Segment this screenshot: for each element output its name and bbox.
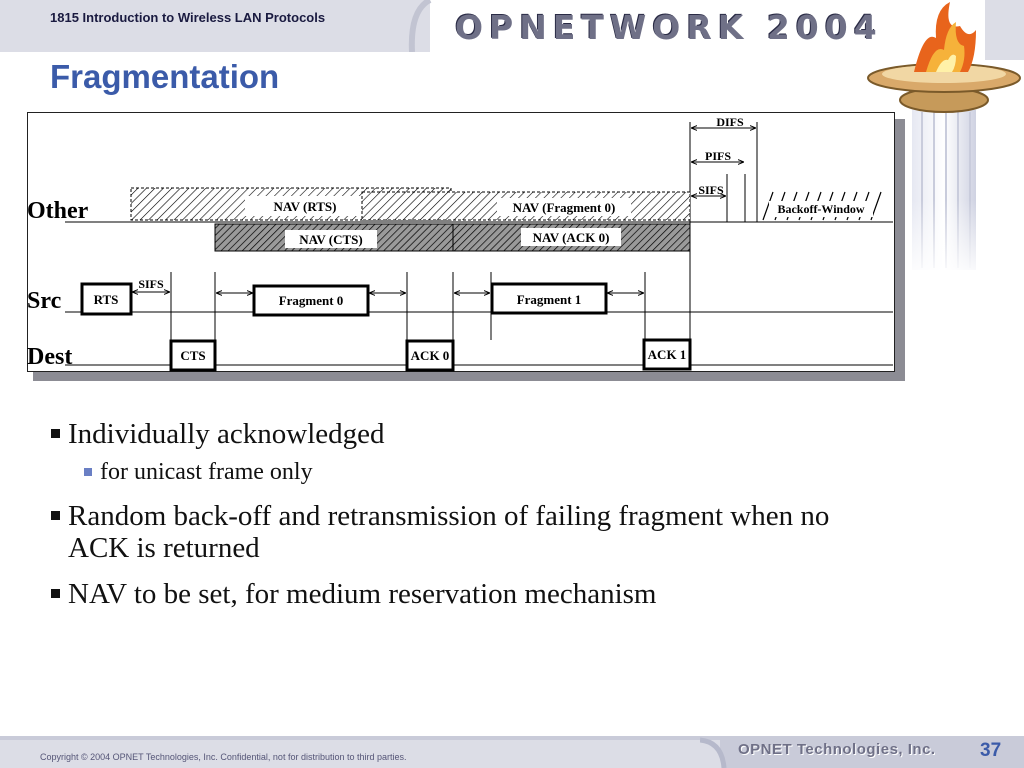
fragment0-frame-label: Fragment 0 [279,293,344,308]
torch-logo-icon [867,2,1021,280]
ack1-frame [642,338,692,371]
copyright-notice: Copyright © 2004 OPNET Technologies, Inc… [40,752,407,762]
row-label-src: Src [27,288,62,314]
header-curve-decoration [400,0,432,52]
cts-frame [169,339,217,372]
bullet-list: Individually acknowledged for unicast fr… [50,418,870,610]
bullet-item: Random back-off and retransmission of fa… [50,500,870,564]
bullet-text: NAV to be set, for medium reservation me… [68,578,657,610]
page-title: Fragmentation [50,58,280,95]
company-name: OPNET Technologies, Inc. [738,741,936,758]
page-number: 37 [980,740,1002,761]
footer-curve-decoration [700,737,727,768]
square-bullet-icon [51,589,60,598]
sifs-src-label: SIFS [138,277,164,291]
fragment1-frame-label: Fragment 1 [517,292,582,307]
difs-label: DIFS [716,115,744,129]
bullet-text: Random back-off and retransmission of fa… [68,500,830,564]
ack1-frame-label: ACK 1 [648,347,687,362]
cts-frame-label: CTS [180,348,205,363]
row-label-other: Other [27,198,89,224]
square-bullet-icon [51,429,60,438]
sub-bullet-item: for unicast frame only [50,458,870,486]
fragment0-frame [252,284,370,317]
backoff-window-label: Backoff-Window [777,202,864,216]
course-title: 1815 Introduction to Wireless LAN Protoc… [50,10,326,25]
nav-rts-label: NAV (RTS) [274,199,337,214]
pifs-label: PIFS [705,149,731,163]
sub-bullet-text: for unicast frame only [100,459,313,485]
ack0-frame [405,339,455,372]
rts-frame [80,282,133,316]
bullet-item: Individually acknowledged [50,418,870,450]
nav-ack0-label: NAV (ACK 0) [533,230,610,245]
header-right-strip [985,0,1024,60]
fragment1-frame [490,282,608,315]
bullet-text: Individually acknowledged [68,418,385,450]
nav-cts-label: NAV (CTS) [299,232,362,247]
course-tab: 1815 Introduction to Wireless LAN Protoc… [0,0,430,52]
square-bullet-icon [51,511,60,520]
ack0-frame-label: ACK 0 [411,348,450,363]
sifs-other-label: SIFS [698,183,724,197]
fragmentation-timing-diagram: Other Src Dest NAV (RTS) NAV (Fragment 0… [27,112,895,372]
brand-wordmark: OPNETWORK 2004 [455,8,883,47]
footer-left-panel [0,740,720,768]
rts-frame-label: RTS [94,292,119,307]
nav-fragment0-label: NAV (Fragment 0) [513,200,616,215]
square-bullet-icon [84,468,92,476]
row-label-dest: Dest [27,344,72,370]
bullet-item: NAV to be set, for medium reservation me… [50,578,870,610]
